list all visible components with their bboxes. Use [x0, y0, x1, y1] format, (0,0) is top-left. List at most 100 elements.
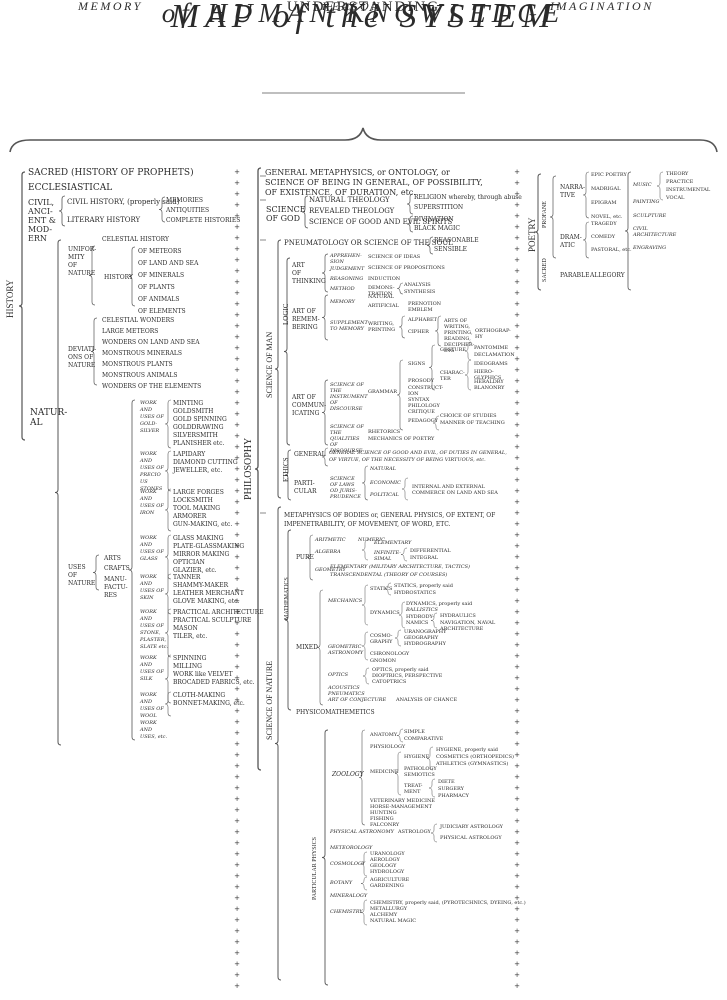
- bracket: [396, 282, 404, 295]
- map-label: PRENOTION: [408, 301, 442, 307]
- bracket: [164, 691, 172, 717]
- understanding-label: UNDERSTANDING: [286, 0, 441, 15]
- map-label: ASTROLOGY: [398, 829, 431, 835]
- divider-left: +: [234, 520, 240, 528]
- bracket: [549, 175, 557, 259]
- divider-right: +: [514, 982, 520, 990]
- bracket: [360, 899, 368, 926]
- divider-right: +: [514, 553, 520, 561]
- map-label: FISHING: [370, 816, 394, 822]
- bracket: [464, 341, 472, 361]
- divider-left: +: [234, 168, 240, 176]
- divider-left: +: [234, 641, 240, 649]
- bracket: [362, 667, 370, 685]
- divider-right: +: [514, 729, 520, 737]
- divider-right: +: [514, 597, 520, 605]
- divider-right: +: [514, 927, 520, 935]
- craft-item: BROCADED FABRICS, etc.: [173, 679, 255, 686]
- list-item: THEORY: [666, 171, 689, 177]
- map-label: ANALYSIS: [404, 282, 431, 288]
- list-item: NATURAL MAGIC: [370, 918, 417, 924]
- work-group-label: WORK AND USES OF PRECIO US STONES: [140, 451, 164, 492]
- list-item: PRACTICE: [666, 179, 694, 185]
- uses-label: USES OF NATURE: [68, 564, 96, 587]
- map-label: ZOOLOGY: [332, 771, 364, 778]
- map-label: ELEMENTARY: [374, 540, 412, 546]
- divider-left: +: [234, 608, 240, 616]
- map-label: SUPPLEMENT TO MEMORY: [330, 320, 368, 332]
- bracket: [434, 315, 442, 347]
- craft-item: GOLDDRAWING: [173, 424, 224, 431]
- map-label: HYDRODY- NAMICS: [406, 614, 434, 626]
- science-of-man: SCIENCE OF MAN: [265, 331, 274, 398]
- divider-left: +: [234, 806, 240, 814]
- deviations-label: DEVIATI- ONS OF NATURE: [68, 346, 97, 369]
- map-label: STATICS, properly said: [394, 583, 453, 589]
- bracket: [406, 193, 414, 215]
- ecclesiastical: ECCLESIASTICAL: [28, 183, 113, 193]
- divider-left: +: [234, 465, 240, 473]
- map-label: PROSODY: [408, 378, 435, 384]
- list-item: METALLURGY: [370, 906, 407, 912]
- list-item: AGRICULTURE: [370, 877, 410, 883]
- sacred-history: SACRED (HISTORY OF PROPHETS): [28, 168, 194, 178]
- map-label: SIMPLE: [404, 729, 425, 735]
- map-label: PEDAGOGY: [408, 418, 438, 424]
- map-label: IDEOGRAMS: [474, 361, 508, 367]
- science-of-nature: SCIENCE OF NATURE: [265, 660, 274, 740]
- divider-left: +: [234, 366, 240, 374]
- map-label: POLITICAL: [370, 492, 399, 498]
- map-label: DECLAMATION: [474, 352, 515, 358]
- sacred-label: SACRED: [542, 258, 548, 282]
- uniformity-label: UNIFOR- MITY OF NATURE: [68, 246, 97, 277]
- craft-item: LEATHER MERCHANT: [173, 590, 244, 597]
- list-item: OF ANIMALS: [138, 296, 180, 303]
- map-label: PARTI- CULAR: [294, 480, 317, 495]
- map-label: DRAM- ATIC: [560, 234, 582, 249]
- list-item: OF MINERALS: [138, 272, 185, 279]
- map-label: ARTS OF WRITING, PRINTING, READING, DECI…: [444, 318, 475, 354]
- bracket: [128, 246, 136, 307]
- map-label: CHARAC- TER: [440, 370, 465, 382]
- map-label: SYNTAX: [408, 397, 430, 403]
- map-label: DIFFERENTIAL: [410, 548, 451, 554]
- divider-left: +: [234, 322, 240, 330]
- map-label: SCIENCE OF PROPOSITIONS: [368, 265, 445, 271]
- divider-left: +: [234, 355, 240, 363]
- map-label: PAINTING: [633, 199, 660, 205]
- bracket: [432, 415, 440, 431]
- divider-left: +: [234, 256, 240, 264]
- bracket: [398, 315, 406, 339]
- divider-left: +: [234, 663, 240, 671]
- divider-left: +: [234, 916, 240, 924]
- divider-right: +: [514, 300, 520, 308]
- art-of-thinking: ART OF THINKING: [292, 262, 326, 285]
- craft-item: GLAZIER, etc.: [173, 567, 217, 574]
- divider-right: +: [514, 608, 520, 616]
- bracket: [316, 589, 324, 706]
- divider-left: +: [234, 476, 240, 484]
- list-item: HYDROLOGY: [370, 869, 405, 875]
- divider-right: +: [514, 674, 520, 682]
- map-label: HERALDRY: [474, 379, 504, 385]
- divider-left: +: [234, 850, 240, 858]
- list-item: OF VIRTUE, OF THE NECESSITY OF BEING VIR…: [329, 457, 486, 463]
- bracket: [398, 601, 406, 629]
- bracket: [301, 195, 309, 229]
- bracket: [360, 876, 368, 891]
- craft-item: LOCKSMITH: [173, 497, 213, 504]
- map-label: RELIGION whereby, through abuse: [414, 194, 522, 201]
- divider-right: +: [514, 828, 520, 836]
- map-label: INDUCTION: [368, 276, 401, 282]
- divider-right: +: [514, 850, 520, 858]
- divider-right: +: [514, 949, 520, 957]
- map-label: JUDICIARY ASTROLOGY: [440, 824, 503, 830]
- map-label: OPTICS: [328, 672, 349, 678]
- map-label: EMBLEM: [408, 307, 433, 313]
- craft-item: PRACTICAL ARCHITECTURE: [173, 609, 264, 616]
- divider-right: +: [514, 223, 520, 231]
- bracket: [164, 450, 172, 492]
- divider-left: +: [234, 399, 240, 407]
- map-subtitle: of HUMAN KNOWLEDGE: [161, 0, 566, 28]
- divider-right: +: [514, 432, 520, 440]
